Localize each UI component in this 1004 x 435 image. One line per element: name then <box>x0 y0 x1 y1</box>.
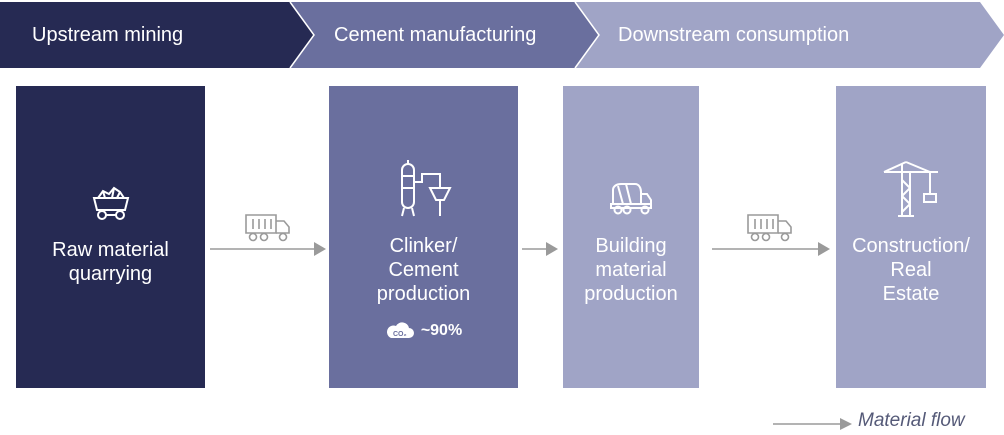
stage-downstream-label: Downstream consumption <box>618 24 850 46</box>
co2-cloud-icon: CO₂ <box>386 322 414 338</box>
box-construction: Construction/ Real Estate <box>836 86 986 388</box>
legend-label: Material flow <box>858 410 965 431</box>
cement-plant-icon <box>400 160 452 217</box>
flow-arrow-1 <box>210 242 326 256</box>
stage-upstream-label: Upstream mining <box>32 24 184 46</box>
flow-arrow-2 <box>522 242 558 256</box>
box-building-material-label: Building material production <box>584 235 678 305</box>
svg-text:CO₂: CO₂ <box>393 331 407 338</box>
concrete-mixer-truck-icon <box>610 183 652 215</box>
co2-share: CO₂ ~90% <box>329 322 518 340</box>
stage-manufacturing-label: Cement manufacturing <box>334 24 537 46</box>
dump-truck-icon <box>245 214 290 242</box>
legend-arrow <box>773 418 852 430</box>
co2-value: ~90% <box>420 322 463 339</box>
chevron-upstream <box>0 2 314 68</box>
flow-arrow-3 <box>712 242 830 256</box>
mine-cart-icon <box>92 186 129 220</box>
box-raw-material-label: Raw material quarrying <box>52 239 169 285</box>
chevron-downstream <box>575 2 1004 68</box>
dump-truck-icon <box>747 214 792 242</box>
box-raw-material: Raw material quarrying <box>16 86 205 388</box>
box-clinker-cement: Clinker/ Cement production CO₂ ~90% <box>329 86 518 388</box>
chevron-manufacturing <box>290 2 599 68</box>
tower-crane-icon <box>883 161 938 217</box>
box-clinker-cement-label: Clinker/ Cement production <box>376 235 471 305</box>
stage-banner <box>0 1 1004 69</box>
box-construction-label: Construction/ Real Estate <box>852 235 970 305</box>
box-building-material: Building material production <box>563 86 699 388</box>
